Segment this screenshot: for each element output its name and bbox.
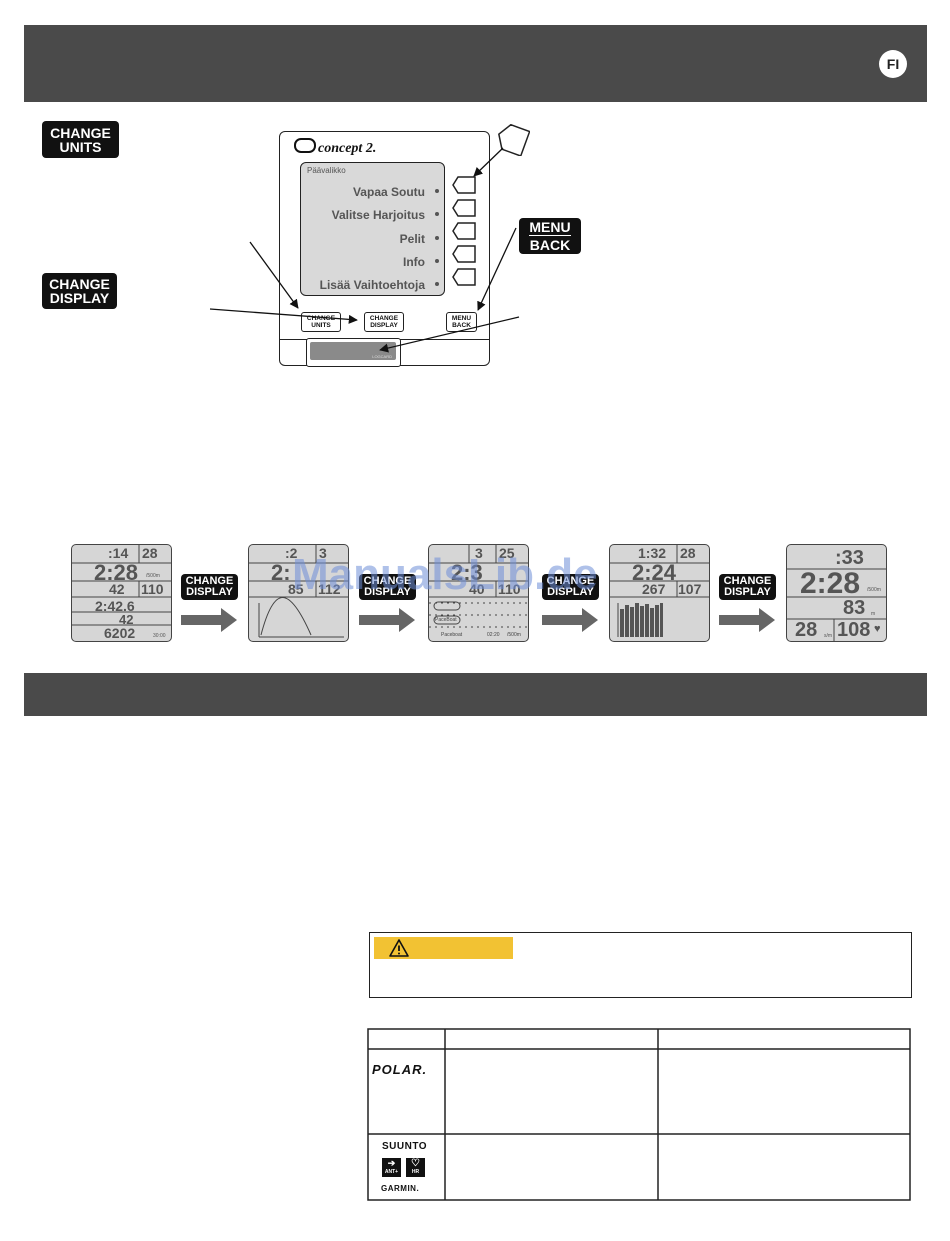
soft-button bbox=[452, 222, 476, 240]
menu-dot bbox=[435, 212, 439, 216]
garmin-logo: GARMIN. bbox=[381, 1184, 420, 1193]
screen-bottom-right: /500m bbox=[507, 632, 521, 638]
menu-item: Valitse Harjoitus bbox=[331, 208, 425, 222]
menu-dot bbox=[435, 259, 439, 263]
soft-button bbox=[452, 199, 476, 217]
display-screen-2: :2 3 2: 85 112 bbox=[248, 544, 349, 642]
menu-dot bbox=[435, 282, 439, 286]
warning-box bbox=[369, 932, 912, 998]
screen-avg: 2:42.6 bbox=[95, 598, 135, 614]
screen-meters: 85 bbox=[288, 581, 304, 597]
screen-pace: 2:28 bbox=[94, 560, 139, 585]
screen-time: 1:32 bbox=[638, 545, 667, 561]
screen-time: :2 bbox=[285, 545, 298, 561]
logcard-label: LOGCARD bbox=[372, 354, 392, 359]
flow-arrows bbox=[181, 608, 775, 632]
screen-spm: 25 bbox=[499, 545, 515, 561]
screen-meters: 42 bbox=[109, 581, 125, 597]
watermark: ManualsLib.de bbox=[292, 550, 598, 599]
screen-hr: 110 bbox=[498, 581, 521, 597]
screen-total-sub: 30:00 bbox=[153, 633, 166, 639]
soft-button bbox=[452, 245, 476, 263]
screen-time: 3 bbox=[475, 545, 483, 561]
hr-label: HR bbox=[411, 1169, 420, 1175]
display-screen-1: :14 28 2:28 /500m 42 110 2:42.6 42 6202 … bbox=[71, 544, 172, 642]
screen-bottom-mid: 02:20 bbox=[487, 632, 500, 638]
soft-button-callout-icon bbox=[498, 124, 530, 156]
screen-pace: 2:3 bbox=[451, 560, 483, 585]
logcard-slot[interactable]: LOGCARD bbox=[306, 338, 401, 367]
screen-pace-unit: /500m bbox=[146, 573, 160, 579]
ant-label: ANT+ bbox=[384, 1169, 399, 1175]
screen-hr: 110 bbox=[141, 581, 164, 597]
screen-spm-unit: s/m bbox=[824, 633, 833, 639]
screen-meters: 83 bbox=[843, 597, 866, 619]
menu-dot bbox=[435, 236, 439, 240]
warning-icon bbox=[389, 939, 409, 957]
right-arrow-icon bbox=[359, 608, 415, 632]
screen-total: 6202 bbox=[104, 625, 136, 641]
display-screen-4: 1:32 28 2:24 267 107 bbox=[609, 544, 710, 642]
section-banner bbox=[24, 673, 927, 716]
menu-item: Vapaa Soutu bbox=[352, 185, 425, 199]
callout-arrows bbox=[209, 147, 520, 353]
screen-pace: 2:24 bbox=[632, 560, 677, 585]
menu-list: Vapaa Soutu Valitse Harjoitus Pelit Info… bbox=[307, 179, 425, 293]
screen-spm: 28 bbox=[142, 545, 158, 561]
logcard: LOGCARD bbox=[310, 342, 396, 360]
hr-table: POLAR. SUUNTO ➔ANT+ ♡HR GARMIN. bbox=[367, 1028, 911, 1201]
screen-spm: 3 bbox=[319, 545, 327, 561]
concept2-logo-mark bbox=[294, 138, 316, 153]
display-screen-3: 3 25 2:3 40 110 PaceBoat Paceboat 02:20 … bbox=[428, 544, 529, 642]
right-arrow-icon bbox=[542, 608, 598, 632]
screen-hr: 108 bbox=[837, 619, 871, 641]
menu-title: Päävalikko bbox=[307, 166, 346, 175]
screen-pace-unit: /500m bbox=[867, 587, 881, 593]
soft-buttons bbox=[452, 176, 476, 286]
screen-hr: 107 bbox=[678, 581, 702, 597]
menu-item: Lisää Vaihtoehtoja bbox=[319, 278, 425, 292]
screen-proj: 42 bbox=[119, 612, 134, 627]
screen-bottom-left: Paceboat bbox=[441, 632, 463, 638]
top-banner bbox=[24, 25, 927, 102]
screen-time: :33 bbox=[835, 547, 864, 569]
right-arrow-icon bbox=[181, 608, 237, 632]
soft-button bbox=[452, 268, 476, 286]
screen-spm: 28 bbox=[795, 619, 818, 641]
screen-paceboat-label: PaceBoat bbox=[435, 617, 457, 623]
ant-plus-icon: ➔ANT+ bbox=[382, 1158, 401, 1177]
menu-item: Info bbox=[403, 255, 425, 269]
warning-bar bbox=[374, 937, 513, 959]
screen-meters-unit: m bbox=[871, 611, 876, 617]
hr-heart-icon: ♡HR bbox=[406, 1158, 425, 1177]
monitor-lcd: Päävalikko Vapaa Soutu Valitse Harjoitus… bbox=[300, 162, 445, 296]
concept2-logo: concept 2. bbox=[294, 138, 376, 157]
heart-icon: ♥ bbox=[874, 623, 881, 635]
right-arrow-icon bbox=[719, 608, 775, 632]
suunto-logo: SUUNTO bbox=[382, 1141, 428, 1152]
soft-button bbox=[452, 176, 476, 194]
screen-time: :14 bbox=[108, 545, 129, 561]
display-screen-5: :33 2:28 /500m 83 m 28 s/m 108 ♥ bbox=[786, 544, 887, 642]
menu-dot bbox=[435, 189, 439, 193]
screen-meters: 267 bbox=[642, 581, 666, 597]
pm5-monitor: concept 2. Päävalikko Vapaa Soutu Valits… bbox=[279, 131, 490, 367]
menu-item: Pelit bbox=[399, 232, 425, 246]
screen-pace: 2: bbox=[271, 560, 291, 585]
screen-pace: 2:28 bbox=[800, 567, 861, 600]
screen-spm: 28 bbox=[680, 545, 696, 561]
screen-meters: 40 bbox=[469, 581, 485, 597]
screen-hr: 112 bbox=[318, 581, 341, 597]
language-badge: FI bbox=[879, 50, 907, 78]
polar-logo: POLAR. bbox=[372, 1062, 428, 1077]
